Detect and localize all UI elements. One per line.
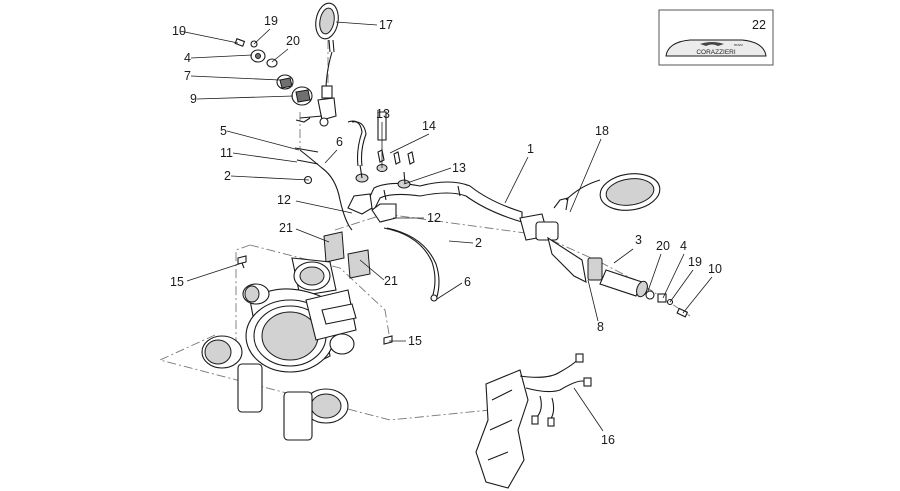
callout-number-c20b[interactable]: 20 xyxy=(656,239,670,253)
callout-leader-c6b xyxy=(436,282,463,300)
callout-number-c12b[interactable]: 12 xyxy=(427,211,441,225)
left-mirror xyxy=(315,2,339,101)
callout-number-c19a[interactable]: 19 xyxy=(264,14,278,28)
callout-number-c4a[interactable]: 4 xyxy=(184,51,191,65)
callout-leader-c16 xyxy=(573,387,604,432)
cables xyxy=(294,120,440,302)
callout-number-c5[interactable]: 5 xyxy=(220,124,227,138)
left-end-fittings xyxy=(234,38,337,127)
assembly-guide-lines xyxy=(158,40,691,421)
callout-number-c8[interactable]: 8 xyxy=(597,320,604,334)
callout-leader-c1 xyxy=(504,156,529,204)
headlamp-fork-assembly xyxy=(201,257,357,441)
badge-callout-number: 22 xyxy=(752,18,766,32)
callout-leader-c3 xyxy=(613,248,634,264)
callout-number-c6a[interactable]: 6 xyxy=(336,135,343,149)
callout-number-c9[interactable]: 9 xyxy=(190,92,197,106)
callout-number-c3[interactable]: 3 xyxy=(635,233,642,247)
callout-number-c14[interactable]: 14 xyxy=(422,119,436,133)
callout-number-c6b[interactable]: 6 xyxy=(464,275,471,289)
badge-logo-tag: nuvo xyxy=(734,42,743,47)
callout-leaders xyxy=(179,21,713,432)
callout-leader-c7 xyxy=(190,75,281,81)
right-brake-assembly xyxy=(519,179,603,283)
callout-number-c17[interactable]: 17 xyxy=(379,18,393,32)
callout-number-c2b[interactable]: 2 xyxy=(475,236,482,250)
callout-leader-c20b xyxy=(647,253,662,292)
callout-leader-c6a xyxy=(324,149,338,164)
callout-leader-c14 xyxy=(389,133,430,154)
badge-brand-emblem: CORAZZIERI xyxy=(696,49,736,56)
callout-number-c15a[interactable]: 15 xyxy=(170,275,184,289)
callout-number-c10a[interactable]: 10 xyxy=(172,24,186,38)
callout-leader-c12a xyxy=(295,200,353,214)
callout-leader-c4a xyxy=(190,54,253,59)
callout-leader-c17 xyxy=(335,21,378,26)
badge-panel: 22 CORAZZIERI nuvo xyxy=(658,9,774,66)
callout-number-c21b[interactable]: 21 xyxy=(384,274,398,288)
callout-number-c10b[interactable]: 10 xyxy=(708,262,722,276)
callout-leader-c20a xyxy=(271,48,289,63)
callout-number-c19b[interactable]: 19 xyxy=(688,255,702,269)
callout-number-c4b[interactable]: 4 xyxy=(680,239,687,253)
callout-leader-c2a xyxy=(230,175,310,181)
right-grip xyxy=(599,269,689,318)
callout-number-c1[interactable]: 1 xyxy=(527,142,534,156)
callout-leader-c21a xyxy=(295,228,330,243)
callout-leader-c19a xyxy=(253,28,271,45)
callout-number-c16[interactable]: 16 xyxy=(601,433,615,447)
callout-leader-c8 xyxy=(587,279,599,322)
wiring-harness xyxy=(475,353,592,489)
callout-leader-c10a xyxy=(179,30,239,44)
right-mirror xyxy=(599,173,661,211)
callout-leader-c9 xyxy=(196,95,294,100)
callout-leader-c10b xyxy=(682,276,713,314)
callout-number-c20a[interactable]: 20 xyxy=(286,34,300,48)
callout-leader-c15a xyxy=(186,263,240,282)
callout-leader-c4b xyxy=(662,253,685,299)
callout-number-c11[interactable]: 11 xyxy=(220,146,233,160)
callout-number-c2a[interactable]: 2 xyxy=(224,169,231,183)
callout-number-c7[interactable]: 7 xyxy=(184,69,191,83)
callout-number-c18[interactable]: 18 xyxy=(595,124,609,138)
callout-number-c21a[interactable]: 21 xyxy=(279,221,293,235)
callout-leader-c2b xyxy=(448,240,474,244)
riser-spacers xyxy=(237,231,393,345)
callout-number-c15b[interactable]: 15 xyxy=(408,334,422,348)
callout-leader-c13b xyxy=(403,167,452,185)
callout-number-c13b[interactable]: 13 xyxy=(452,161,466,175)
callout-leader-c21b xyxy=(359,259,385,281)
callout-number-c13a[interactable]: 13 xyxy=(376,107,390,121)
callout-leader-c5 xyxy=(226,130,300,151)
callout-leader-c18 xyxy=(569,138,602,213)
callout-leader-c19b xyxy=(669,269,694,303)
callout-number-c12a[interactable]: 12 xyxy=(277,193,291,207)
callout-leader-c11 xyxy=(232,152,298,163)
